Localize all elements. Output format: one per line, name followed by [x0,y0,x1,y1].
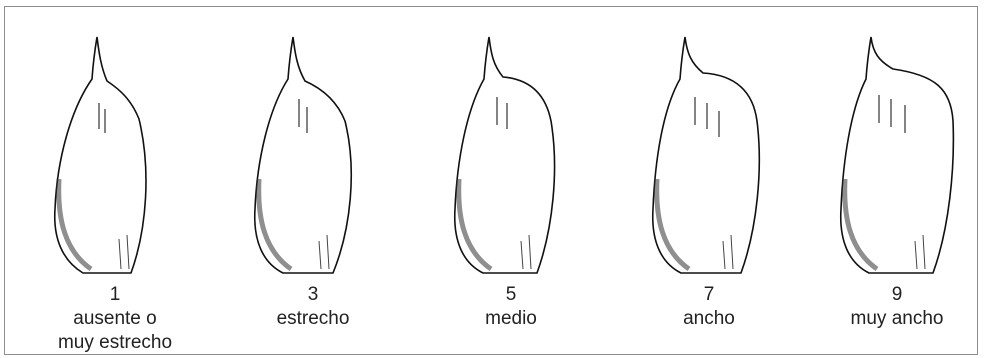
grain-item-5: 5 medio [431,7,591,356]
grain-item-7: 7 ancho [629,7,789,356]
item-number: 5 [431,283,591,307]
grain-item-3: 3 estrecho [233,7,393,356]
item-description: medio [431,307,591,331]
item-description: estrecho [233,307,393,331]
item-number: 3 [233,283,393,307]
description-line-1: ancho [629,307,789,331]
grain-item-9: 9 muy ancho [817,7,977,356]
item-number: 7 [629,283,789,307]
grain-item-1: 1 ausente o muy estrecho [35,7,195,356]
item-number: 9 [817,283,977,307]
description-line-1: medio [431,307,591,331]
grain-illustration-5 [431,29,591,279]
description-line-1: estrecho [233,307,393,331]
description-line-2: muy estrecho [35,331,195,355]
item-description: muy ancho [817,307,977,331]
description-line-1: muy ancho [817,307,977,331]
description-line-1: ausente o [35,307,195,331]
item-description: ancho [629,307,789,331]
grain-illustration-1 [35,29,195,279]
item-description: ausente o muy estrecho [35,307,195,355]
item-number: 1 [35,283,195,307]
grain-illustration-3 [233,29,393,279]
figure-frame: 1 ausente o muy estrecho 3 estrecho 5 me [4,6,978,355]
grain-illustration-9 [817,29,977,279]
grain-illustration-7 [629,29,789,279]
